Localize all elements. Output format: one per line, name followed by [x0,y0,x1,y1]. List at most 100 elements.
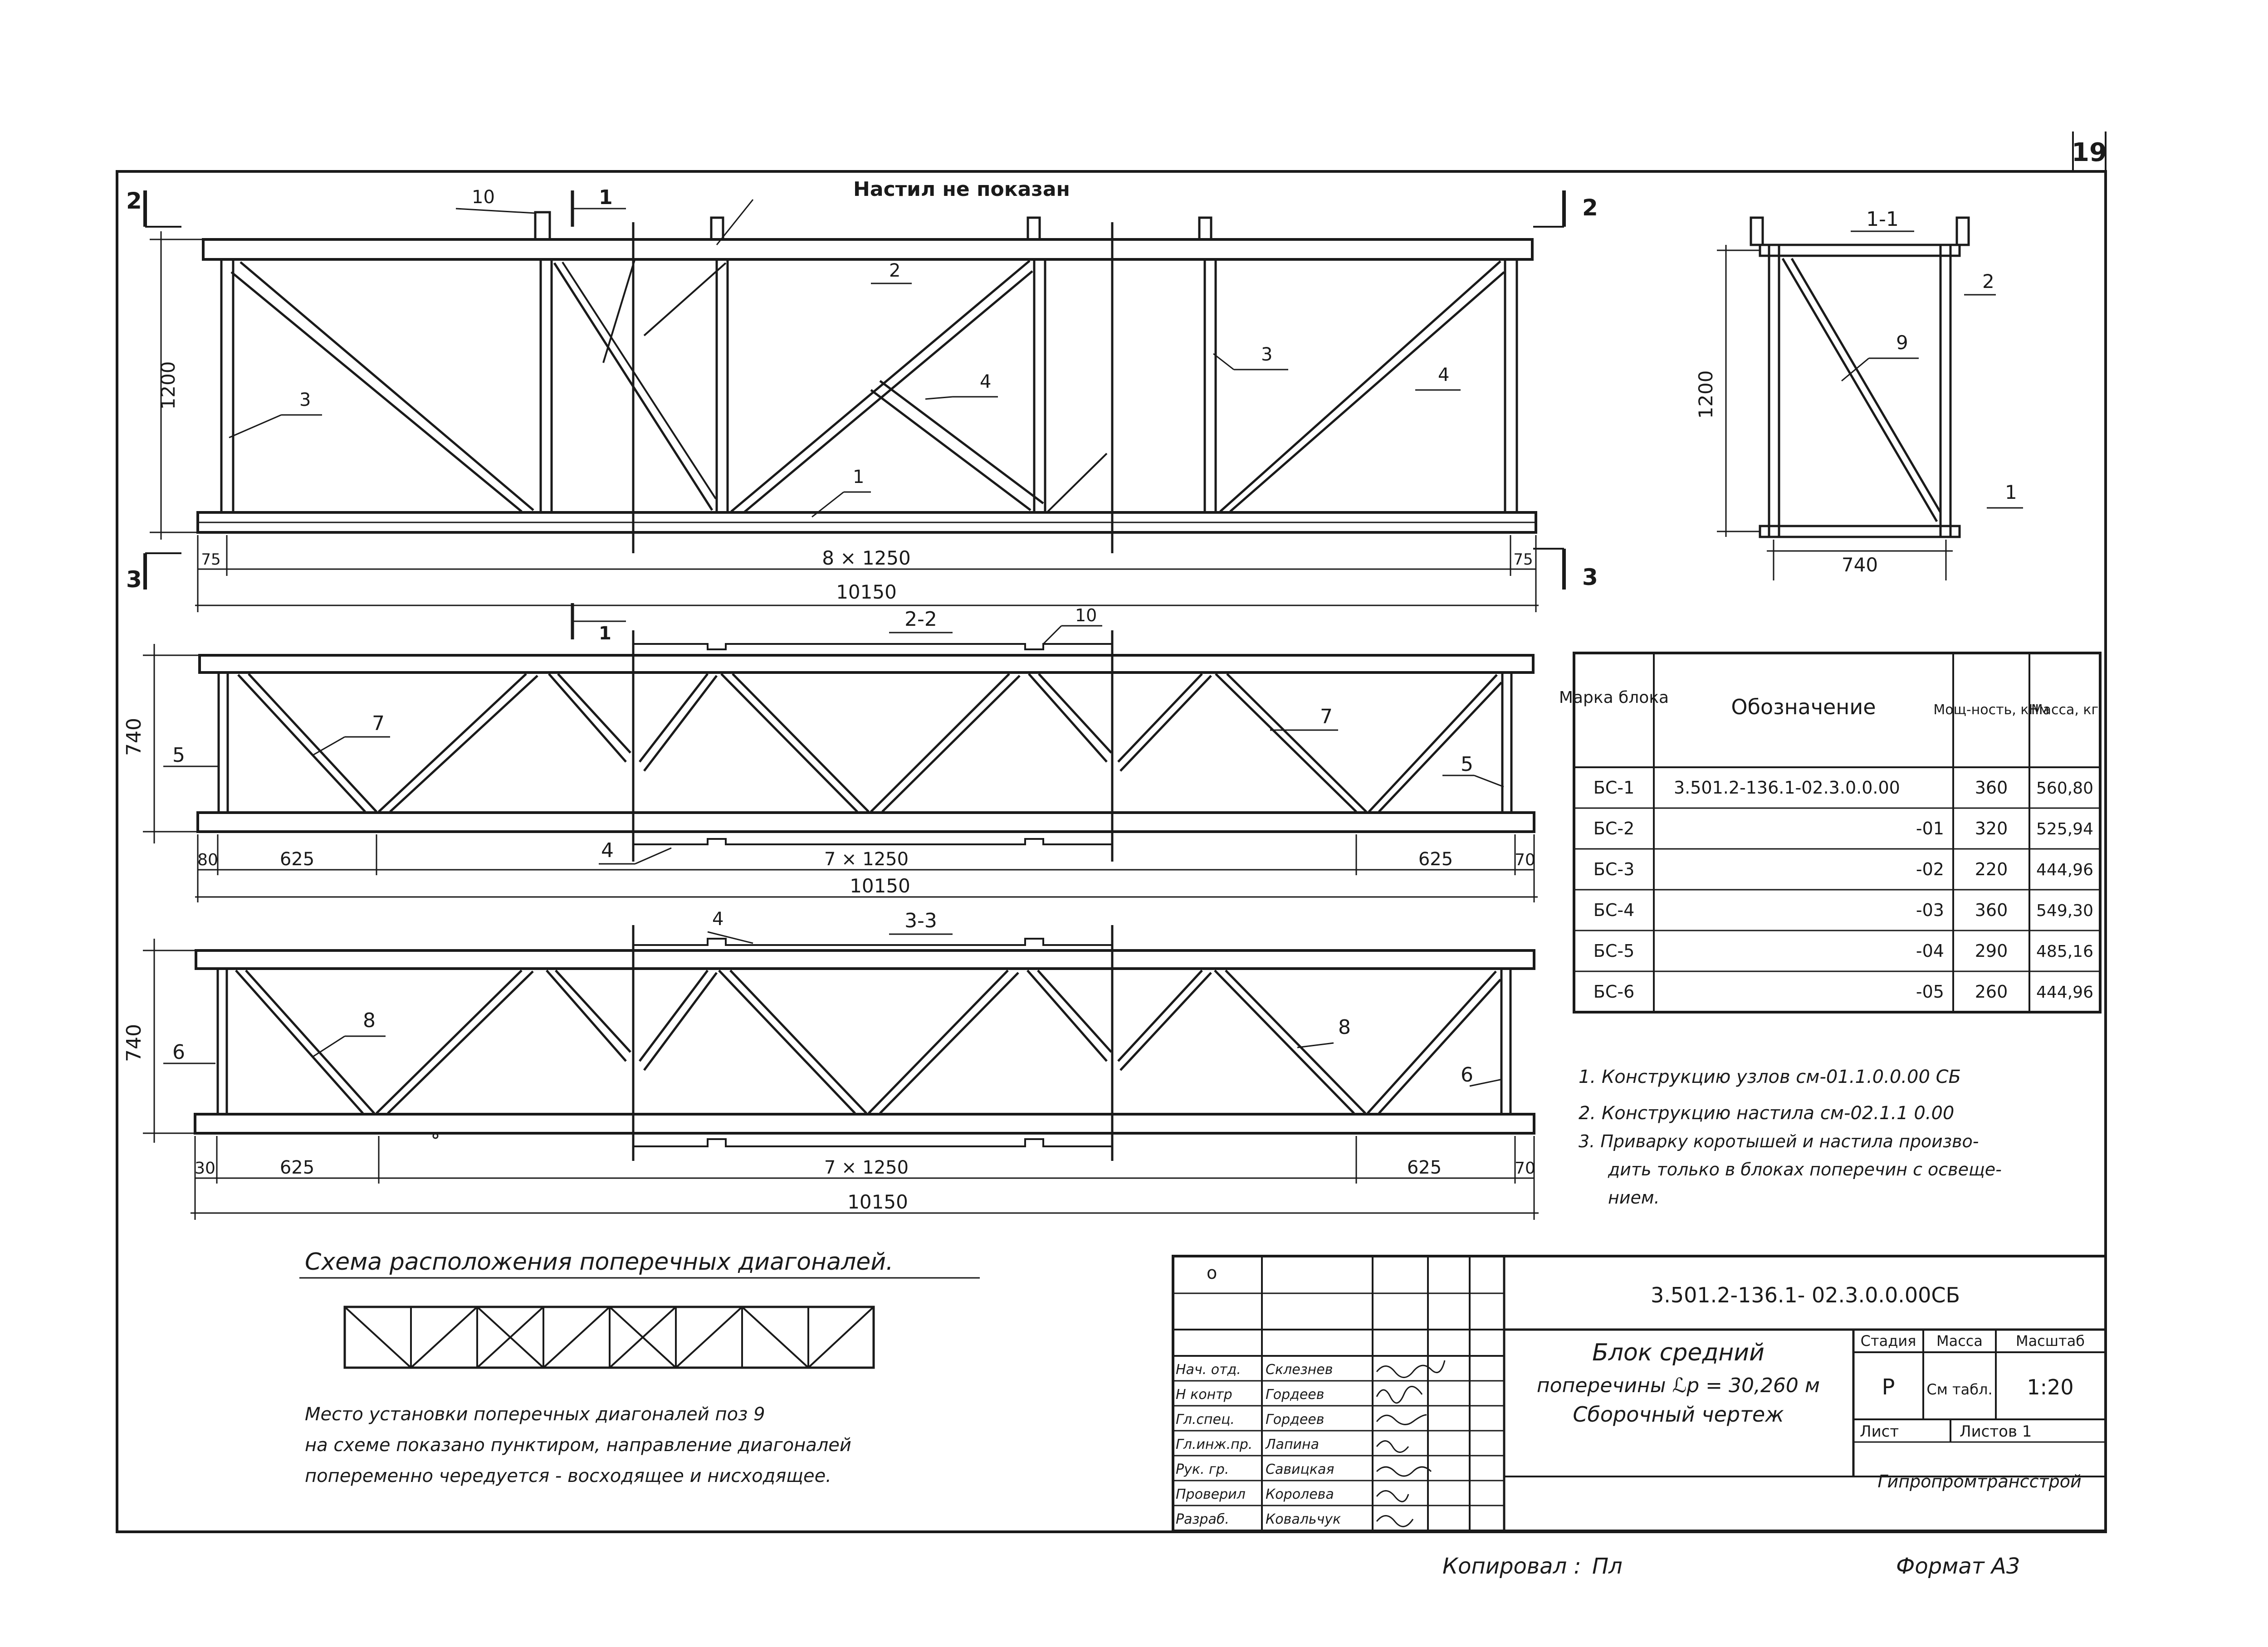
section-1-1-view: 1-1 2 9 1 1200 740 [1695,208,2023,580]
table-cell-mark: БС-6 [1593,982,1635,1002]
scheme-text: на схеме показано пунктиром, направление… [305,1435,851,1456]
sheet-label: Лист [1860,1423,1899,1441]
table-cell-mass: 444,96 [2036,983,2093,1002]
callout-10: 10 [472,187,495,208]
organization: Гипропромтрансстрой [1877,1472,2081,1491]
page-number: 19 [2072,138,2107,167]
document-name-line-3: Сборочный чертеж [1573,1402,1784,1427]
block-table: Марка блока Обозначение Мощ-ность, кНм М… [1559,652,2102,1014]
scheme-text: Место установки поперечных диагоналей по… [305,1404,765,1425]
section-3-3-view: 3-3 4 6 6 8 8 740 30 625 7 × 1250 625 70… [122,909,1539,1220]
section-mark-3-right: 3 [1582,564,1598,590]
dimension-left-22: 80 [197,851,218,869]
dimension-height-33: 740 [122,1024,146,1062]
dimension-width-11: 740 [1842,554,1878,576]
signatures [1376,1360,1446,1527]
stage-label: Стадия [1861,1332,1916,1350]
table-cell-power: 360 [1975,778,2008,798]
table-row: БС-5 -04 290 485,16 [1593,941,2093,961]
callout-8-right: 8 [1338,1016,1351,1039]
callout-10-section: 10 [1075,605,1097,625]
dimension-panels-22: 7 × 1250 [824,849,909,870]
stage-value: Р [1882,1374,1895,1400]
table-header-mass: Масса, кг [2031,702,2099,718]
notes: 1. Конструкцию узлов см-01.1.0.0.00 СБ 2… [1579,1067,2002,1208]
scale-value: 1:20 [2027,1375,2073,1399]
note-line: 1. Конструкцию узлов см-01.1.0.0.00 СБ [1579,1067,1961,1087]
role-label: Нач. отд. [1176,1362,1241,1378]
copied-label: Копировал : [1442,1554,1581,1579]
copied-signature: Пл [1592,1554,1623,1579]
sheets-label: Листов 1 [1960,1423,2032,1441]
bottom-stamps: Копировал : Пл Формат А3 [1442,1554,2020,1579]
callout-2: 2 [889,260,900,281]
top-note: Настил не показан [853,178,1070,201]
role-name: Гордеев [1266,1387,1324,1403]
section-mark-2-right: 2 [1582,195,1598,221]
table-cell-designation: -05 [1916,982,1944,1002]
role-label: Рук. гр. [1176,1462,1229,1477]
table-cell-designation: -04 [1916,941,1944,961]
callout-4-section: 4 [601,839,614,862]
role-name: Лапина [1265,1437,1319,1452]
role-label: Проверил [1176,1486,1246,1502]
dimension-panels: 8 × 1250 [822,547,911,569]
table-header-mark-text: Марка блока [1559,688,1669,707]
table-cell-mark: БС-2 [1593,819,1635,838]
table-cell-designation: -01 [1916,819,1944,838]
section-2-2-view: 2-2 10 1 5 5 7 7 4 740 80 625 7 × [122,603,1538,902]
table-cell-mass: 560,80 [2036,779,2093,798]
dimension-panels-33: 7 × 1250 [824,1157,909,1178]
dimension-75-right: 75 [1513,551,1533,569]
callout-5-left: 5 [172,744,185,767]
role-label: Н контр [1176,1387,1232,1403]
dimension-total-22: 10150 [850,875,910,897]
role-name: Королева [1266,1486,1334,1502]
section-mark-1: 1 [599,186,613,209]
table-cell-power: 260 [1975,982,2008,1002]
callout-3-right: 3 [1261,344,1272,365]
dimension-625-left-33: 625 [280,1157,314,1178]
callout-4-deck: 4 [712,909,723,930]
document-name-line-1: Блок средний [1592,1339,1765,1366]
table-cell-designation: -02 [1916,859,1944,879]
scale-label: Масштаб [2016,1332,2085,1350]
mass-label: Масса [1936,1332,1983,1350]
role-name: Склезнев [1266,1362,1333,1378]
callout-7-left: 7 [372,712,385,735]
main-elevation-view: Настил не показан 10 2 3 3 4 4 1 2 2 3 3 [126,178,1598,612]
scheme-text: попеременно чередуется - восходящее и ни… [305,1466,831,1486]
section-3-3-title: 3-3 [904,909,937,932]
mass-value: См табл. [1926,1381,1992,1398]
table-cell-mark: БС-4 [1593,900,1635,920]
dimension-height: 1200 [157,361,179,410]
table-row: БС-6 -05 260 444,96 [1593,982,2093,1002]
dimension-height-11: 1200 [1695,370,1717,419]
role-name: Савицкая [1266,1462,1334,1477]
note-line: 2. Конструкцию настила см-02.1.1 0.00 [1579,1103,1954,1124]
dimension-625-left-22: 625 [280,849,314,870]
table-cell-power: 220 [1975,859,2008,879]
note-line: 3. Приварку коротышей и настила произво- [1579,1131,1979,1151]
dimension-right-22: 70 [1515,851,1535,869]
table-cell-mark: БС-5 [1593,941,1635,961]
role-label: Гл.инж.пр. [1176,1437,1252,1452]
table-row: БС-1 3.501.2-136.1-02.3.0.0.00 360 560,8… [1593,778,2093,798]
role-name: Ковальчук [1266,1511,1341,1527]
table-header-designation: Обозначение [1731,695,1876,719]
dimension-total: 10150 [836,581,897,603]
table-row: БС-3 -02 220 444,96 [1593,859,2093,879]
scheme-title: Схема расположения поперечных диагоналей… [305,1248,894,1276]
title-block-marker: о [1207,1263,1217,1283]
table-header-mark: Марка блока [1559,688,1669,707]
table-header-power: Мощ-ность, кНм [1933,702,2049,718]
table-cell-power: 320 [1975,819,2008,838]
callout-6-right: 6 [1461,1063,1473,1087]
table-cell-designation: -03 [1916,900,1944,920]
callout-4-right: 4 [1438,365,1449,385]
section-mark-2-left: 2 [126,188,142,214]
callout-7-right: 7 [1320,705,1333,728]
dimension-625-right-33: 625 [1407,1157,1442,1178]
callout-8-left: 8 [363,1009,376,1032]
role-label: Гл.спец. [1176,1412,1235,1428]
